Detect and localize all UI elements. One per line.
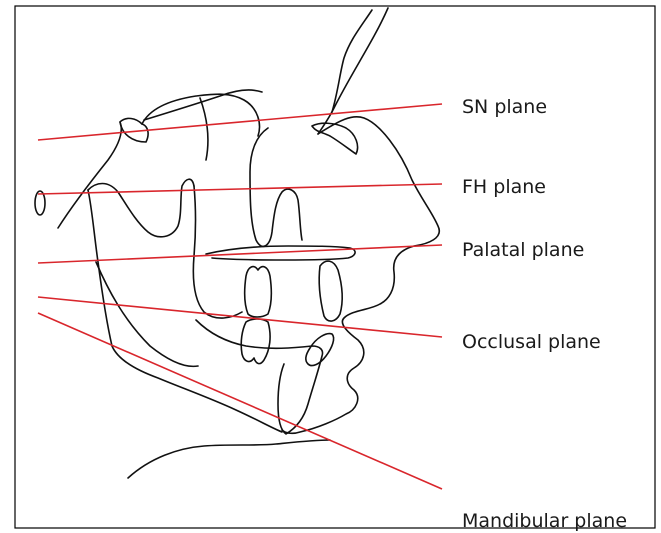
mandibular-plane-line bbox=[38, 313, 442, 489]
nasal-bone-outline bbox=[318, 8, 388, 134]
palate-outline bbox=[206, 246, 355, 260]
fh-plane-label: FH plane bbox=[462, 176, 546, 198]
sn-plane-label: SN plane bbox=[462, 96, 547, 118]
plane-labels: SN plane FH plane Palatal plane Occlusal… bbox=[462, 96, 627, 532]
lower-molar-outline bbox=[241, 319, 270, 364]
skull-profile-tracing bbox=[35, 8, 439, 478]
occlusal-plane-label: Occlusal plane bbox=[462, 331, 601, 353]
lower-incisor-outline bbox=[306, 334, 334, 366]
upper-molar-outline bbox=[245, 267, 272, 317]
sn-plane-line bbox=[38, 104, 442, 140]
diagram-frame bbox=[15, 6, 655, 528]
palatal-plane-label: Palatal plane bbox=[462, 239, 584, 261]
upper-incisor-outline bbox=[319, 261, 342, 321]
mandibular-plane-label: Mandibular plane bbox=[462, 510, 627, 532]
cranial-base-outline bbox=[58, 94, 259, 228]
reference-planes bbox=[38, 104, 442, 489]
soft-tissue-profile bbox=[282, 117, 439, 434]
fh-plane-line bbox=[38, 184, 442, 194]
neck-outline bbox=[128, 440, 330, 478]
mandible-outline bbox=[196, 320, 323, 434]
